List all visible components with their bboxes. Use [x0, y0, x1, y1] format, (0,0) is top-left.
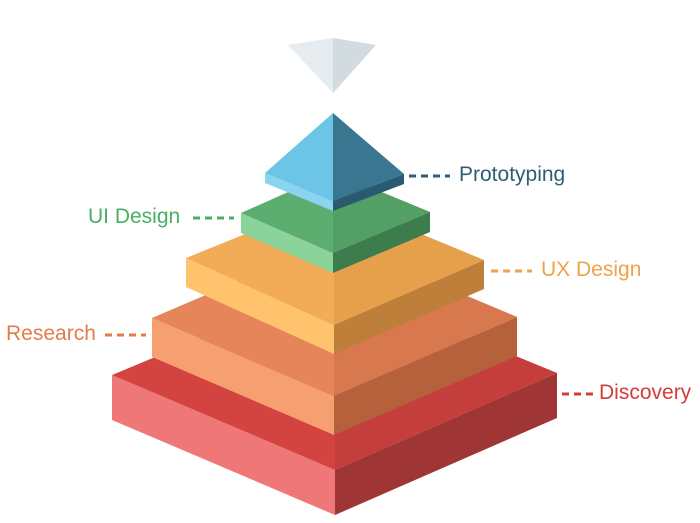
layer-prototyping-left-face [265, 113, 333, 201]
layer-research-front-face [152, 318, 334, 435]
layer-prototyping-base-right [333, 174, 404, 211]
label-ux-design: UX Design [541, 258, 642, 281]
apex-left-face [288, 38, 333, 93]
layer-ux-design-front-face [186, 258, 334, 354]
layer-prototyping-base-front [265, 173, 333, 211]
apex-right-face [333, 38, 376, 93]
label-prototyping: Prototyping [459, 163, 566, 186]
layer-discovery-front-face [112, 375, 335, 515]
layer-ux-design-right-face [334, 260, 484, 354]
floating-apex-piece [288, 38, 376, 93]
label-discovery: Discovery [599, 381, 692, 404]
layer-ui-design-right-face [333, 212, 430, 273]
label-connectors [105, 174, 594, 396]
label-research: Research [6, 322, 96, 345]
layer-prototyping-right-face [333, 113, 404, 201]
layer-ui-design-front-face [241, 213, 333, 273]
layer-discovery-right-face [335, 373, 557, 515]
layer-prototyping [265, 113, 404, 211]
label-ui-design: UI Design [88, 205, 181, 228]
layer-research-right-face [334, 317, 517, 435]
